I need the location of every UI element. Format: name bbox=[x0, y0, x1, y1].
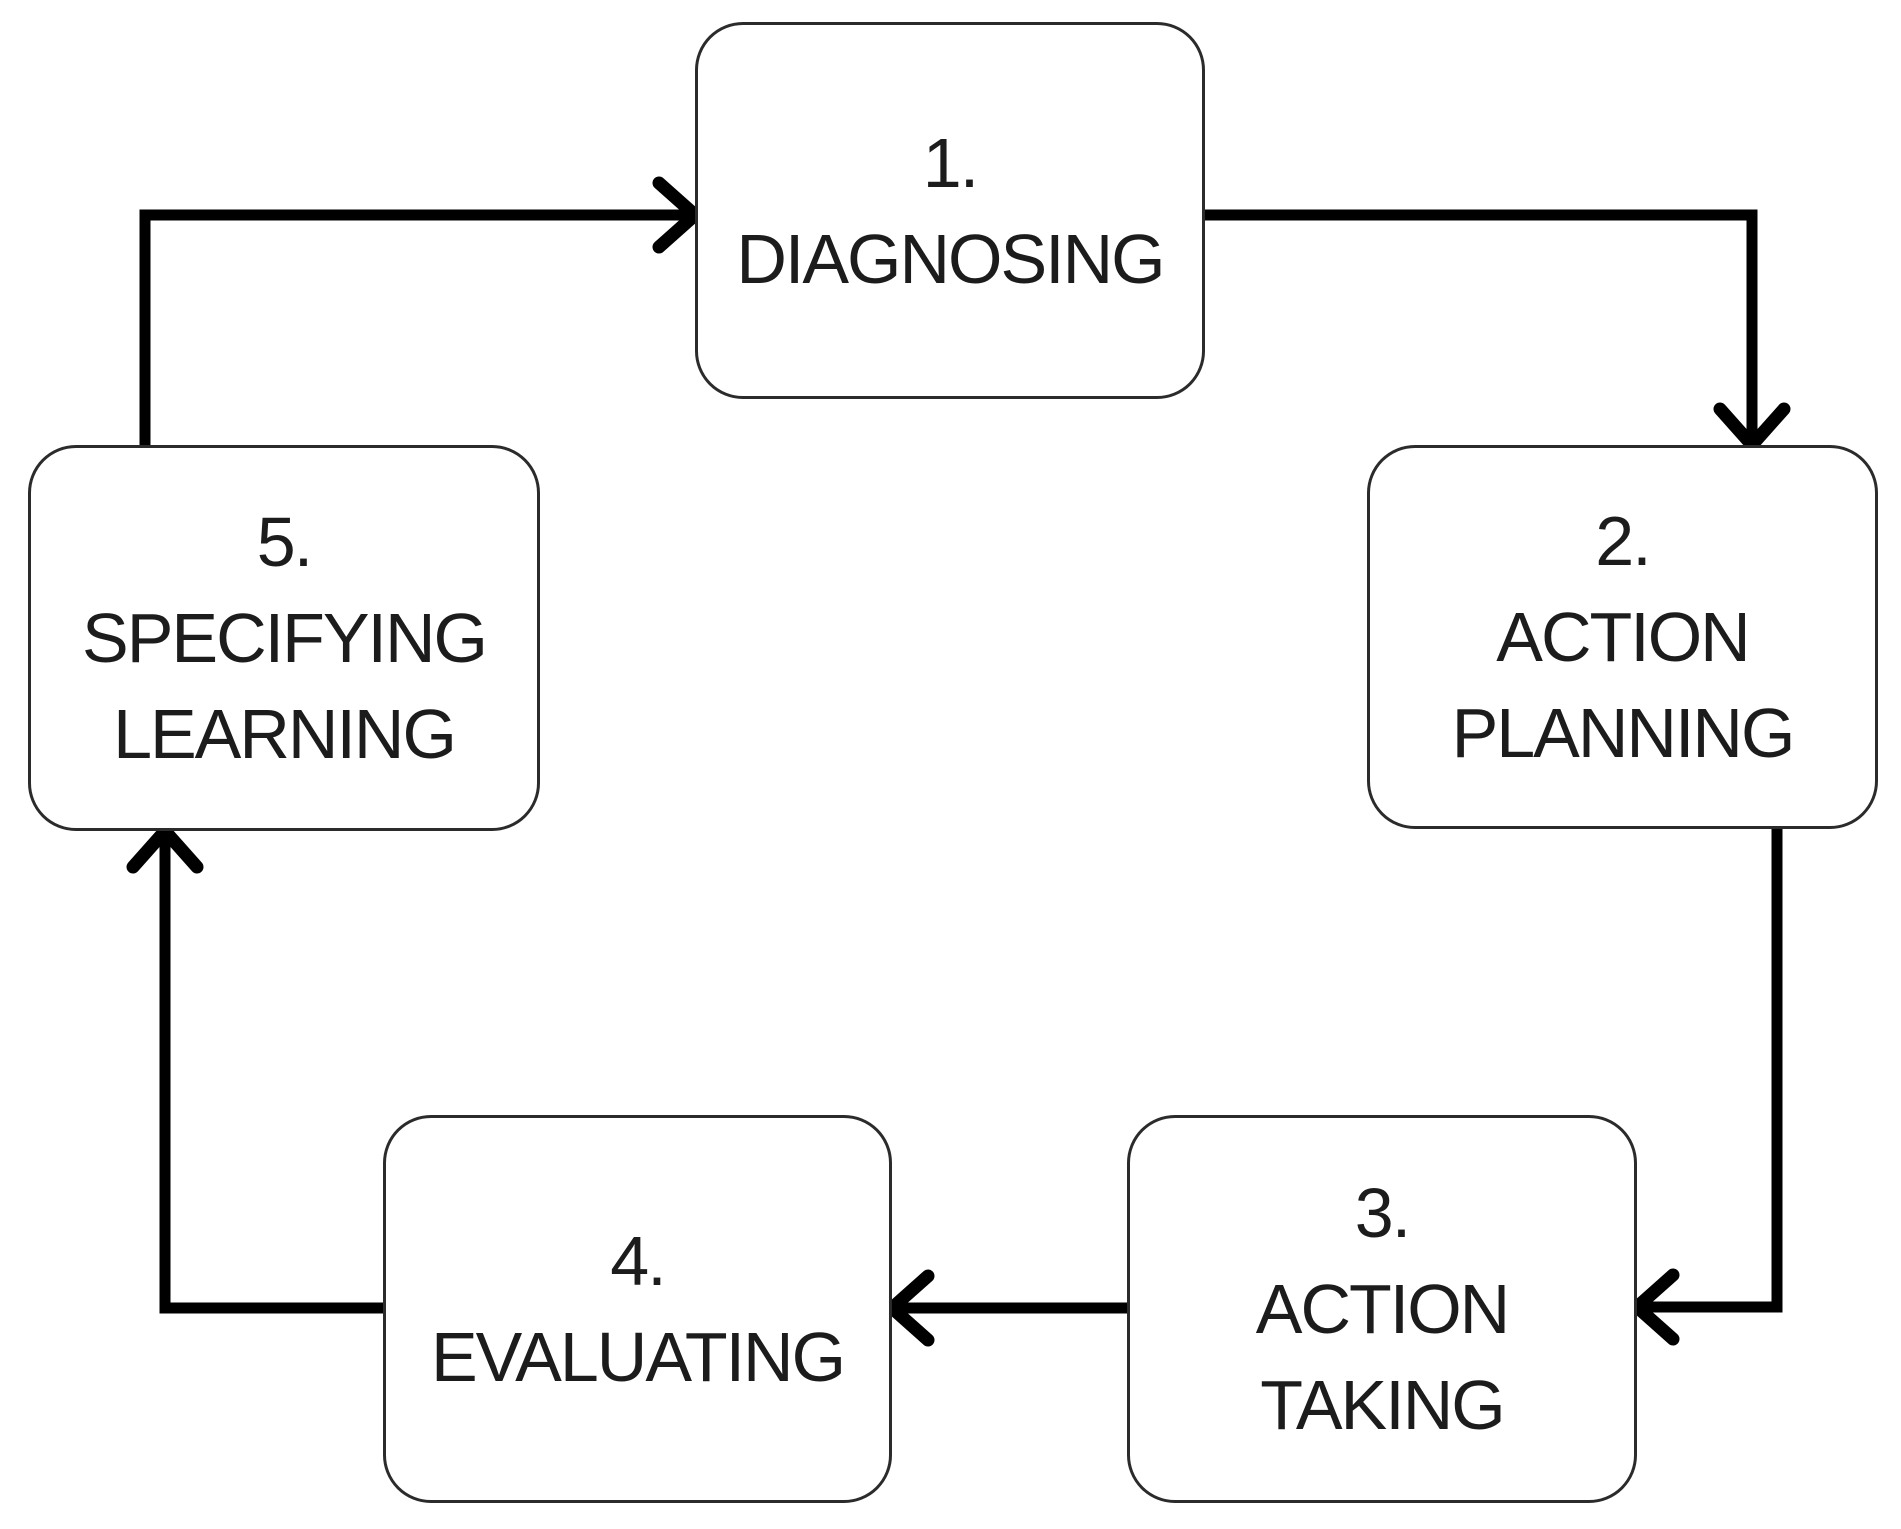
node-label: DIAGNOSING bbox=[736, 219, 1165, 298]
node-5-specifying-learning: 5. SPECIFYING LEARNING bbox=[28, 445, 540, 831]
node-number: 2. bbox=[1595, 502, 1651, 580]
node-label: ACTION bbox=[1496, 598, 1750, 676]
node-3-action-taking: 3. ACTION TAKING bbox=[1127, 1115, 1637, 1503]
node-2-action-planning: 2. ACTION PLANNING bbox=[1367, 445, 1878, 829]
node-number: 4. bbox=[610, 1222, 666, 1300]
node-label: TAKING bbox=[1260, 1366, 1505, 1444]
connector-2-to-3-arrow bbox=[1630, 829, 1783, 1346]
node-label: EVALUATING bbox=[430, 1318, 846, 1396]
connector-5-to-1-arrow bbox=[139, 176, 702, 445]
node-4-evaluating: 4. EVALUATING bbox=[383, 1115, 892, 1503]
node-label: ACTION bbox=[1255, 1270, 1510, 1348]
node-label: SPECIFYING bbox=[82, 599, 488, 677]
node-number: 5. bbox=[256, 503, 313, 581]
node-label: PLANNING bbox=[1451, 694, 1796, 772]
node-label: LEARNING bbox=[113, 695, 457, 773]
connector-4-to-5-arrow bbox=[126, 824, 383, 1314]
connector-1-to-2-arrow bbox=[1205, 209, 1791, 452]
node-number: 1. bbox=[922, 123, 979, 202]
node-1-diagnosing: 1. DIAGNOSING bbox=[695, 22, 1205, 399]
node-number: 3. bbox=[1354, 1174, 1411, 1252]
